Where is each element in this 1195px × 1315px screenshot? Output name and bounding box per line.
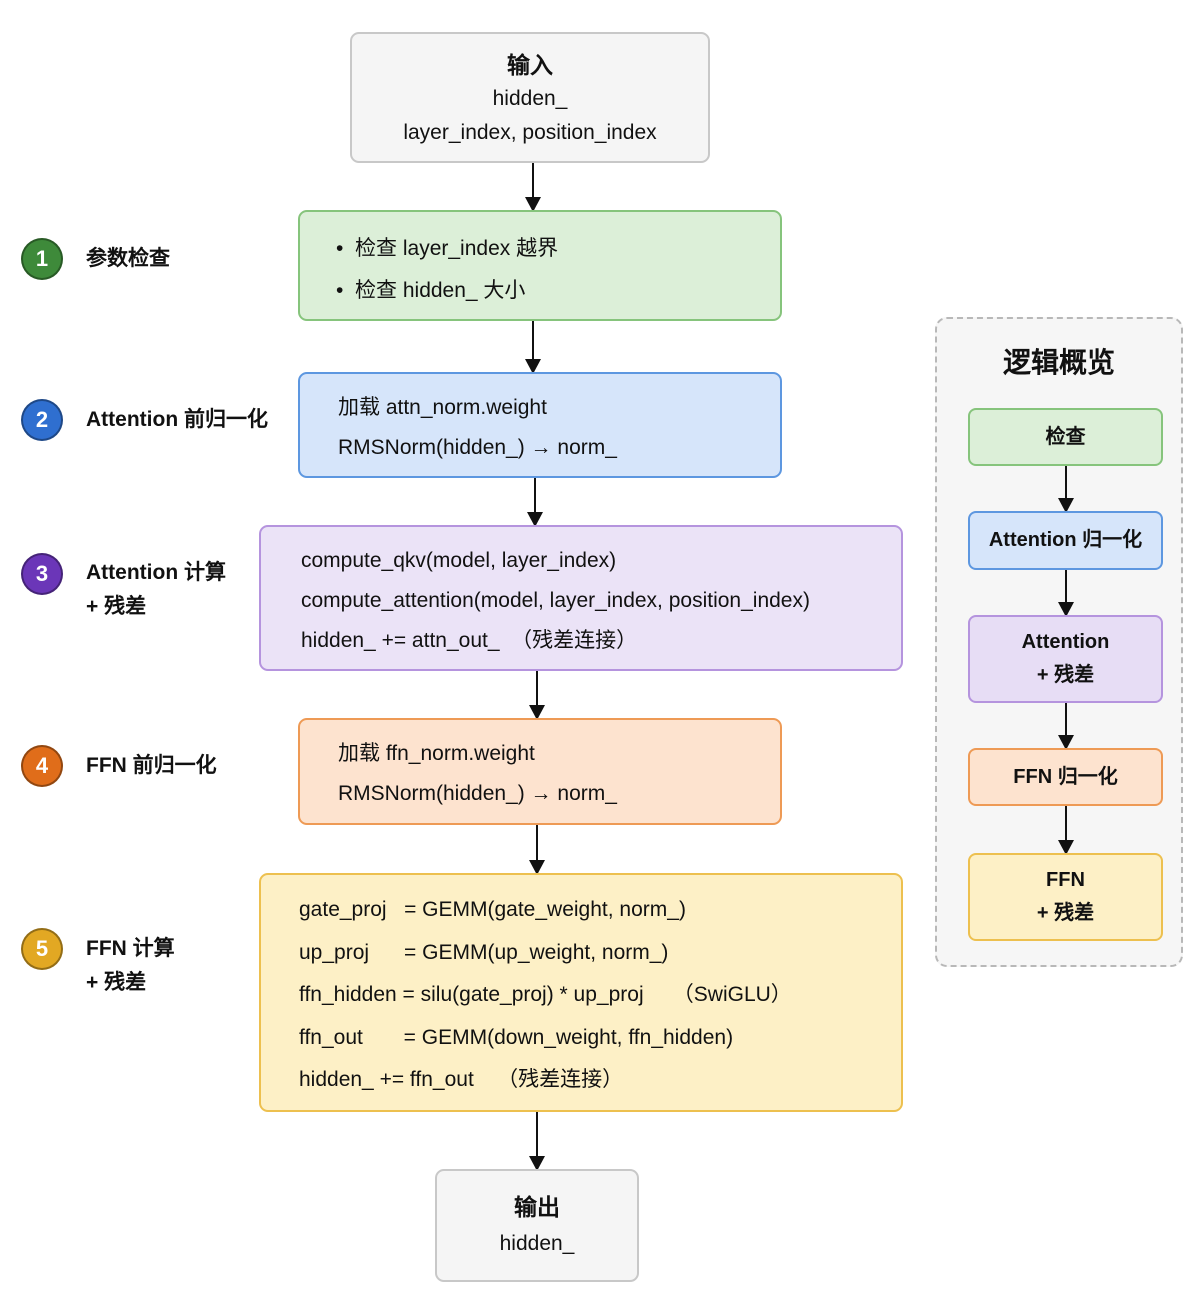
flow-arrow (525, 163, 541, 212)
step-5-line: hidden_ += ffn_out （残差连接） (299, 1068, 624, 1091)
step-4-line: RMSNorm(hidden_) → norm_ (338, 782, 617, 805)
input-line: layer_index, position_index (403, 121, 657, 144)
step-1-line: • 检查 layer_index 越界 (336, 237, 559, 260)
input-node: 输入 hidden_ layer_index, position_index (350, 32, 710, 163)
overview-item-attention: Attention + 残差 (968, 615, 1163, 703)
step-label-text: FFN 计算 (86, 937, 175, 960)
step-label-text: + 残差 (86, 971, 147, 994)
overview-item-text: Attention (1021, 631, 1110, 653)
step-label-2: Attention 前归一化 (86, 403, 268, 437)
step-5-line: ffn_hidden = silu(gate_proj) * up_proj （… (299, 983, 792, 1006)
step-2-line: RMSNorm(hidden_) → norm_ (338, 436, 617, 459)
step-label-text: + 残差 (86, 595, 147, 618)
step-label-4: FFN 前归一化 (86, 749, 217, 783)
step-label-text: 参数检查 (86, 247, 170, 270)
step-badge-5: 5 (21, 928, 63, 970)
flow-arrow (529, 1112, 545, 1171)
input-title: 输入 (507, 52, 553, 78)
step-4-line: 加载 ffn_norm.weight (338, 742, 535, 765)
overview-title: 逻辑概览 (1002, 347, 1115, 378)
overview-item-text: Attention 归一化 (988, 529, 1143, 551)
step-label-1: 参数检查 (86, 242, 170, 276)
overview-item-text: + 残差 (1036, 902, 1095, 924)
flow-arrow (525, 321, 541, 374)
step-badge-3: 3 (21, 553, 63, 595)
step-5-line: ffn_out = GEMM(down_weight, ffn_hidden) (299, 1025, 734, 1049)
logic-overview-panel: 逻辑概览 检查 Attention 归一化 Attention + 残差 FFN… (935, 317, 1183, 967)
flow-arrow (527, 478, 543, 527)
overview-item-text: FFN 归一化 (1013, 765, 1118, 788)
step-3-line: compute_attention(model, layer_index, po… (301, 589, 810, 612)
input-line: hidden_ (492, 87, 568, 110)
step-label-3: Attention 计算 + 残差 (86, 556, 226, 624)
step-5-box: gate_proj = GEMM(gate_weight, norm_) up_… (259, 873, 903, 1112)
overview-item-text: 检查 (1045, 425, 1086, 448)
overview-item-text: FFN (1046, 869, 1085, 891)
step-5-line: up_proj = GEMM(up_weight, norm_) (299, 940, 669, 964)
step-badge-2: 2 (21, 399, 63, 441)
step-badge-1: 1 (21, 238, 63, 280)
flow-arrow (529, 825, 545, 875)
step-label-text: Attention 前归一化 (86, 408, 268, 431)
step-2-line: 加载 attn_norm.weight (338, 396, 547, 419)
step-4-box: 加载 ffn_norm.weight RMSNorm(hidden_) → no… (298, 718, 782, 825)
overview-item-ffn-norm: FFN 归一化 (968, 748, 1163, 806)
flow-arrow (529, 671, 545, 720)
overview-arrow (1058, 806, 1074, 855)
overview-arrow (1058, 570, 1074, 617)
overview-item-ffn: FFN + 残差 (968, 853, 1163, 941)
step-label-5: FFN 计算 + 残差 (86, 932, 175, 1000)
step-label-text: Attention 计算 (86, 561, 226, 584)
overview-item-check: 检查 (968, 408, 1163, 466)
output-line: hidden_ (499, 1232, 575, 1255)
step-3-line: compute_qkv(model, layer_index) (301, 549, 617, 572)
output-node: 输出 hidden_ (435, 1169, 639, 1282)
step-1-box: • 检查 layer_index 越界 • 检查 hidden_ 大小 (298, 210, 782, 321)
overview-arrow (1058, 466, 1074, 513)
overview-item-attn-norm: Attention 归一化 (968, 511, 1163, 570)
step-5-line: gate_proj = GEMM(gate_weight, norm_) (299, 898, 686, 921)
step-2-box: 加载 attn_norm.weight RMSNorm(hidden_) → n… (298, 372, 782, 478)
step-1-line: • 检查 hidden_ 大小 (336, 279, 526, 302)
output-title: 输出 (514, 1194, 560, 1220)
overview-arrow (1058, 703, 1074, 750)
step-label-text: FFN 前归一化 (86, 754, 217, 777)
step-3-box: compute_qkv(model, layer_index) compute_… (259, 525, 903, 671)
overview-item-text: + 残差 (1036, 664, 1095, 686)
step-3-line: hidden_ += attn_out_ （残差连接） (301, 629, 638, 652)
step-badge-4: 4 (21, 745, 63, 787)
